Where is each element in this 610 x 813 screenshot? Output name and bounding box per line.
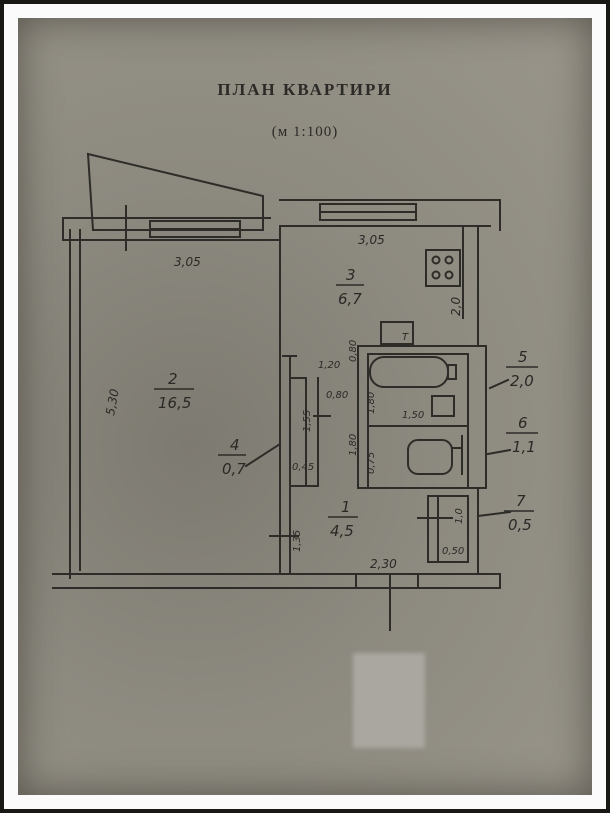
paper-sheet: ПЛАН КВАРТИРИ (м 1:100): [18, 18, 592, 795]
photo-frame: ПЛАН КВАРТИРИ (м 1:100): [4, 4, 606, 809]
dim-bath-depth: 1,80: [348, 434, 359, 456]
dim-bath-top: 1,20: [318, 360, 340, 371]
room-1-area: 4,5: [330, 522, 354, 540]
room-6-number: 6: [518, 414, 528, 432]
dim-room3-width: 3,05: [358, 233, 385, 247]
dim-hall-width: 2,30: [370, 557, 397, 571]
dim-room2-width: 3,05: [174, 255, 201, 269]
room-6-area: 1,1: [512, 438, 536, 456]
room-3-number: 3: [346, 266, 356, 284]
room-5-area: 2,0: [510, 372, 534, 390]
balcony: [86, 152, 264, 231]
room-1-number: 1: [341, 498, 351, 516]
dim-bath-len: 1,80: [366, 392, 377, 414]
dimension-labels: 3,05 3,05 5,30 2,0 2,30 1,20 0,80 0,80 1…: [103, 233, 465, 571]
boiler: [380, 321, 414, 345]
plan-title: ПЛАН КВАРТИРИ: [217, 80, 393, 99]
dim-bath-inner: 0,80: [326, 390, 348, 401]
room-5-number: 5: [518, 348, 528, 366]
room-7-area: 0,5: [508, 516, 532, 534]
room-3-area: 6,7: [338, 290, 362, 308]
dim-closet-depth: 1,55: [302, 410, 313, 432]
room-7-number: 7: [516, 492, 526, 510]
dim-closet7-depth: 1,0: [454, 508, 465, 524]
blurred-stamp: [353, 653, 425, 748]
bathtub: [369, 356, 449, 388]
dim-bath-wall-top: 0,80: [348, 340, 359, 362]
floor-plan: 2 16,5 3 6,7 4 0,7 1 4,5 5 2,0 6 1,1 7: [52, 152, 538, 631]
stove: [425, 249, 461, 287]
dim-closet-width: 0,45: [292, 462, 314, 473]
room-2-area: 16,5: [158, 394, 191, 412]
dim-wc-width: 1,50: [402, 410, 424, 421]
dim-hall-depth: 1,35: [292, 530, 303, 552]
dim-kitchen-side: 2,0: [449, 297, 463, 316]
dim-closet7-width: 0,50: [442, 546, 464, 557]
closet-7: [427, 495, 469, 563]
dim-room2-length: 5,30: [103, 387, 121, 416]
toilet: [407, 439, 453, 475]
dim-wc-small: 0,75: [366, 452, 377, 474]
room-4-area: 0,7: [222, 460, 246, 478]
room-2-number: 2: [168, 370, 178, 388]
room-labels: 2 16,5 3 6,7 4 0,7 1 4,5 5 2,0 6 1,1 7: [154, 266, 538, 540]
sink: [431, 395, 455, 417]
boiler-symbol: Т: [402, 332, 409, 343]
plan-scale: (м 1:100): [271, 124, 339, 140]
room-4-number: 4: [230, 436, 240, 454]
